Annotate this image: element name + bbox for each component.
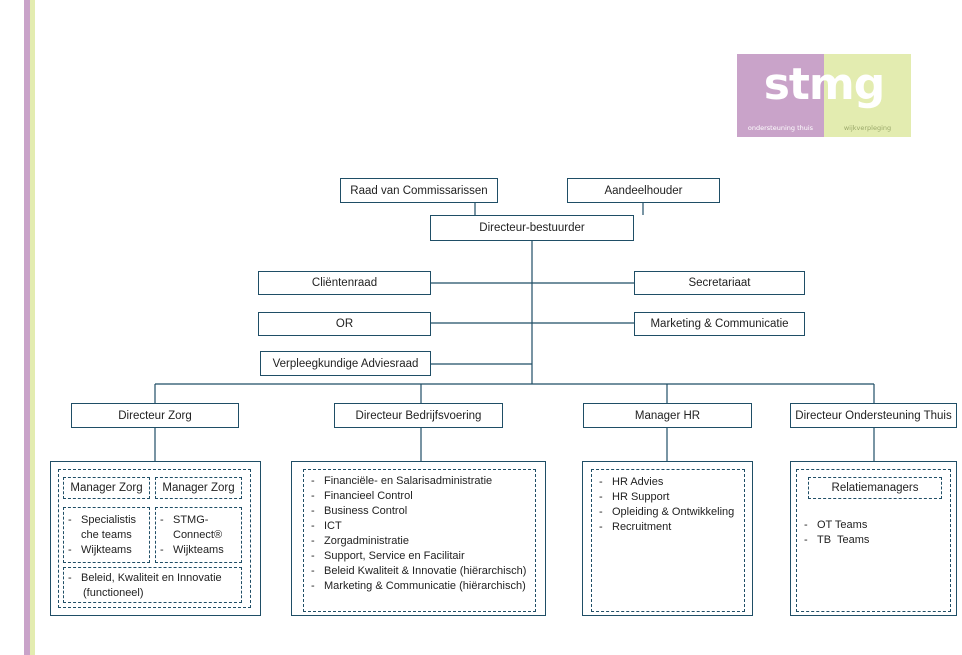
directeur-bestuurder-box: Directeur-bestuurder (430, 215, 634, 241)
zorg-left-teams-list: Specialistis che teams Wijkteams (66, 513, 146, 558)
aandeelhouder-box: Aandeelhouder (567, 178, 720, 203)
beleid-line-1: Beleid, Kwaliteit en Innovatie (66, 571, 241, 586)
beleid-list: Beleid, Kwaliteit en Innovatie (66, 571, 241, 586)
secretariaat-box: Secretariaat (634, 271, 805, 295)
clientenraad-box: Cliëntenraad (258, 271, 431, 295)
hr-panel: HR Advies HR Support Opleiding & Ontwikk… (582, 461, 753, 616)
manager-hr-label: Manager HR (634, 409, 701, 422)
decorative-stripe-green (30, 0, 35, 655)
logo-wordmark: stmg (763, 59, 886, 110)
bedrijfsvoering-panel: Financiële- en Salarisadministratie Fina… (291, 461, 546, 616)
marketing-communicatie-box: Marketing & Communicatie (634, 312, 805, 336)
relatiemanagers-box: Relatiemanagers (808, 477, 942, 499)
list-item: STMG-Connect® (158, 513, 238, 543)
marketing-label: Marketing & Communicatie (650, 318, 789, 330)
hr-list: HR Advies HR Support Opleiding & Ontwikk… (597, 475, 745, 535)
list-item: ICT (309, 519, 534, 534)
secretariaat-label: Secretariaat (688, 277, 751, 289)
list-item: Wijkteams (158, 543, 238, 558)
relatiemanagers-label: Relatiemanagers (831, 482, 919, 494)
list-item: HR Support (597, 490, 745, 505)
bedrijfsvoering-list: Financiële- en Salarisadministratie Fina… (309, 474, 534, 594)
logo-subtitle-right: wijkverpleging (843, 124, 892, 132)
or-label: OR (335, 318, 354, 330)
directeur-bestuurder-label: Directeur-bestuurder (479, 222, 585, 234)
manager-hr-box: Manager HR (583, 403, 752, 428)
list-item: Opleiding & Ontwikkeling (597, 505, 745, 520)
list-item: Specialistis che teams (66, 513, 146, 543)
directeur-zorg-label: Directeur Zorg (118, 409, 192, 422)
directeur-ondersteuning-thuis-box: Directeur Ondersteuning Thuis (790, 403, 957, 428)
raad-van-commissarissen-box: Raad van Commissarissen (340, 178, 498, 203)
aandeelhouder-label: Aandeelhouder (604, 184, 683, 197)
stmg-logo: stmg ondersteuning thuis wijkverpleging (737, 54, 911, 137)
list-item: Marketing & Communicatie (hiërarchisch) (309, 579, 534, 594)
list-item: Business Control (309, 504, 534, 519)
ondersteuning-panel: Relatiemanagers OT Teams TB Teams (790, 461, 957, 616)
beleid-kwaliteit-box: Beleid, Kwaliteit en Innovatie (function… (63, 567, 242, 603)
hr-inner-frame: HR Advies HR Support Opleiding & Ontwikk… (591, 469, 745, 612)
zorg-right-teams-box: STMG-Connect® Wijkteams (155, 507, 242, 563)
directeur-bedrijfsvoering-label: Directeur Bedrijfsvoering (355, 409, 482, 422)
logo-subtitle-left: ondersteuning thuis (747, 124, 814, 132)
list-item: Financiële- en Salarisadministratie (309, 474, 534, 489)
zorg-right-teams-list: STMG-Connect® Wijkteams (158, 513, 238, 558)
zorg-left-teams-box: Specialistis che teams Wijkteams (63, 507, 150, 563)
manager-zorg-left-label: Manager Zorg (70, 482, 143, 494)
directeur-bedrijfsvoering-box: Directeur Bedrijfsvoering (334, 403, 503, 428)
logo-purple-block (737, 54, 824, 137)
directeur-zorg-box: Directeur Zorg (71, 403, 239, 428)
list-item: HR Advies (597, 475, 745, 490)
decorative-stripe-purple (24, 0, 30, 655)
list-item: TB Teams (802, 533, 942, 548)
list-item: OT Teams (802, 518, 942, 533)
directeur-ondersteuning-label: Directeur Ondersteuning Thuis (795, 409, 952, 422)
zorg-panel: Manager Zorg Manager Zorg Specialistis c… (50, 461, 261, 616)
list-item: Recruitment (597, 520, 745, 535)
list-item: Support, Service en Facilitair (309, 549, 534, 564)
list-item: Beleid Kwaliteit & Innovatie (hiërarchis… (309, 564, 534, 579)
list-item: Zorgadministratie (309, 534, 534, 549)
bedrijfsvoering-inner-frame: Financiële- en Salarisadministratie Fina… (303, 469, 536, 612)
raad-label: Raad van Commissarissen (350, 184, 488, 197)
list-item: Wijkteams (66, 543, 146, 558)
ondersteuning-list: OT Teams TB Teams (802, 518, 942, 548)
clientenraad-label: Cliëntenraad (311, 277, 378, 289)
or-box: OR (258, 312, 431, 336)
logo-green-block (824, 54, 911, 137)
manager-zorg-left-box: Manager Zorg (63, 477, 150, 499)
beleid-line-2: (functioneel) (83, 587, 144, 599)
manager-zorg-right-label: Manager Zorg (162, 482, 235, 494)
manager-zorg-right-box: Manager Zorg (155, 477, 242, 499)
verpleegkundige-adviesraad-box: Verpleegkundige Adviesraad (260, 351, 431, 376)
verpleeg-label: Verpleegkundige Adviesraad (272, 357, 419, 370)
list-item: Financieel Control (309, 489, 534, 504)
